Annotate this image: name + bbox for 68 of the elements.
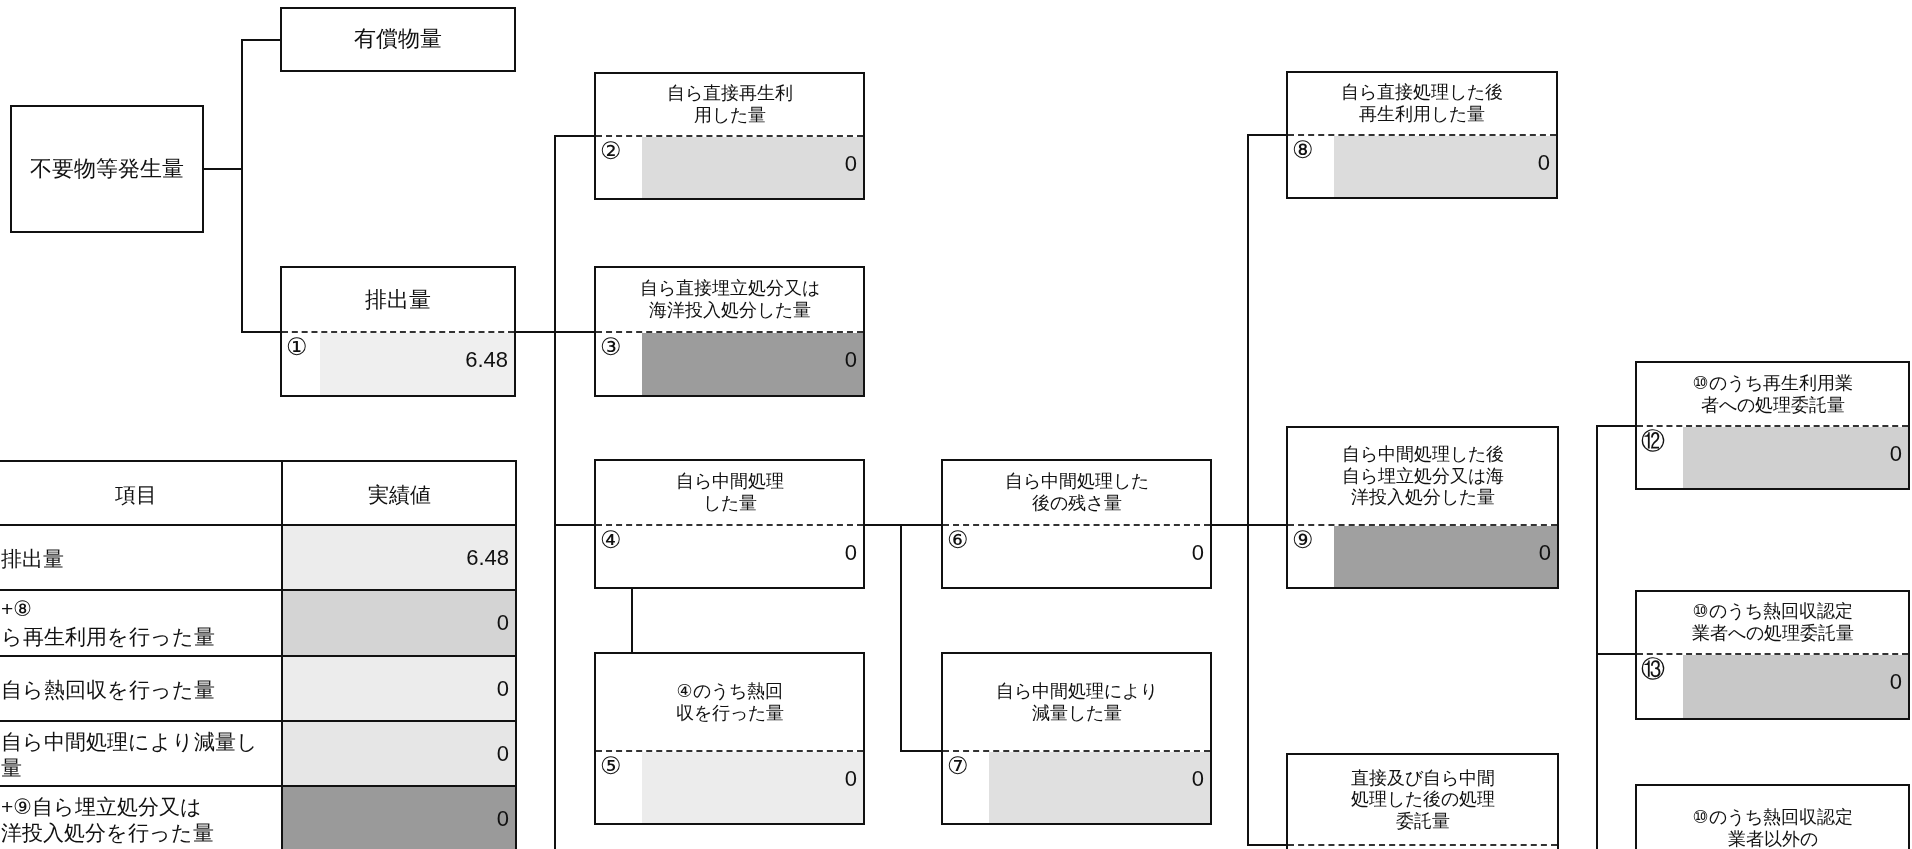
box-title: 不要物等発生量 (30, 155, 184, 183)
value-text: 0 (496, 741, 509, 767)
process-box (941, 652, 1212, 825)
box-title: 自ら中間処理した量 (674, 471, 785, 515)
item-label: +⑧ (1, 597, 33, 621)
process-box (594, 652, 865, 825)
step-number: ⑨ (1292, 528, 1314, 552)
process-box (594, 266, 865, 397)
box-title: 自ら中間処理により減量した量 (994, 680, 1159, 725)
value-text: 0 (496, 610, 509, 636)
quantity-value: 0 (1334, 136, 1556, 197)
item-label: 自ら中間処理により減量し (1, 729, 258, 755)
step-number: ⑦ (947, 754, 969, 778)
box-title: 有償物量 (354, 26, 442, 53)
step-number: ⑬ (1641, 657, 1665, 681)
value-text: 6.48 (466, 545, 509, 571)
box-title: 直接及び自ら中間処理した後の処理委託量 (1349, 767, 1496, 833)
quantity-value: 0 (1334, 526, 1557, 587)
step-number: ⑧ (1292, 138, 1314, 162)
process-box (1286, 71, 1558, 199)
step-number: ③ (600, 335, 622, 359)
value-text: 0 (496, 676, 509, 702)
step-number: ⑫ (1641, 429, 1665, 453)
box-title: ⑩のうち熱回収認定業者以外の (1691, 807, 1854, 849)
quantity-value: 0 (1683, 427, 1908, 488)
item-label: ら再生利用を行った量 (1, 624, 215, 650)
column-header: 実績値 (366, 482, 432, 508)
item-label: 自ら熱回収を行った量 (1, 677, 215, 703)
process-box (941, 459, 1212, 589)
quantity-value: 0 (642, 752, 863, 823)
process-box (1286, 426, 1559, 589)
step-number: ⑤ (600, 754, 622, 778)
item-label: +⑨自ら埋立処分又は (1, 794, 203, 820)
box-title: 自ら中間処理した後自ら埋立処分又は海洋投入処分した量 (1340, 444, 1505, 509)
process-box (594, 459, 865, 589)
quantity-value: 0 (642, 333, 863, 395)
box-title: ④のうち熱回収を行った量 (674, 680, 785, 725)
process-box (1635, 361, 1910, 490)
value-text: 0 (496, 806, 509, 832)
step-number: ④ (600, 528, 622, 552)
step-number: ② (600, 139, 622, 163)
box-title: 自ら中間処理した後の残さ量 (1003, 471, 1150, 515)
item-label: 排出量 (1, 546, 64, 572)
process-box (280, 266, 516, 397)
connector-line (631, 588, 633, 653)
box-title: 自ら直接再生利用した量 (665, 83, 794, 127)
quantity-value: 0 (989, 752, 1210, 823)
item-label: 洋投入処分を行った量 (1, 820, 214, 846)
process-box (1635, 590, 1910, 720)
box-title: ⑩のうち熱回収認定業者への処理委託量 (1690, 601, 1855, 645)
process-box (10, 105, 204, 233)
step-number: ① (286, 335, 308, 359)
box-title: 排出量 (365, 286, 431, 314)
connector-line (1596, 653, 1636, 849)
column-header: 項目 (114, 482, 158, 508)
quantity-value: 0 (642, 137, 863, 198)
item-label: 量 (1, 755, 22, 781)
process-box (1635, 784, 1910, 849)
process-box (1286, 753, 1559, 849)
connector-line (864, 524, 942, 752)
process-box (594, 72, 865, 200)
box-title: ⑩のうち再生利用業者への処理委託量 (1691, 372, 1854, 417)
quantity-value: 0 (1683, 655, 1908, 718)
box-title: 自ら直接処理した後再生利用した量 (1340, 82, 1504, 126)
box-title: 自ら直接埋立処分又は海洋投入処分した量 (638, 278, 821, 322)
quantity-value: 6.48 (320, 333, 514, 395)
step-number: ⑥ (947, 528, 969, 552)
process-box (280, 7, 516, 72)
